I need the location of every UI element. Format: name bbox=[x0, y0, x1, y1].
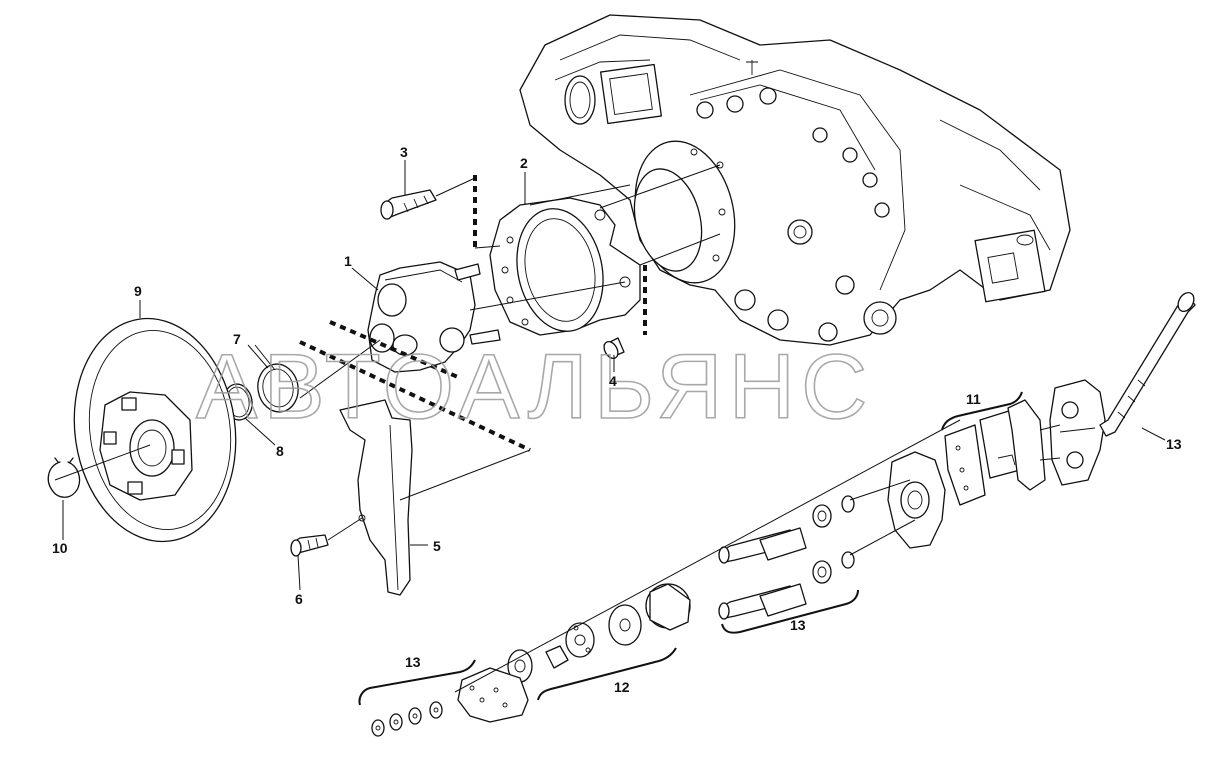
washers-nuts bbox=[371, 701, 443, 737]
callout-13-center: 13 bbox=[790, 617, 806, 633]
guide-pin-upper bbox=[718, 495, 855, 564]
piston-kit bbox=[507, 583, 691, 683]
guide-pin-lower bbox=[718, 551, 855, 620]
circlip bbox=[47, 457, 81, 498]
callout-3: 3 bbox=[400, 144, 408, 160]
dowel-pin bbox=[603, 337, 625, 360]
leader-lines bbox=[54, 160, 1166, 693]
assembly-dashes bbox=[299, 175, 647, 452]
housing-flange bbox=[633, 140, 736, 284]
callout-9: 9 bbox=[134, 283, 142, 299]
caliper-piston-housing bbox=[887, 451, 946, 549]
callout-8: 8 bbox=[276, 443, 284, 459]
bolt-3 bbox=[380, 189, 437, 220]
callout-7: 7 bbox=[233, 331, 241, 347]
callout-11: 11 bbox=[966, 391, 981, 407]
callout-6: 6 bbox=[295, 591, 303, 607]
brake-caliper bbox=[367, 261, 501, 373]
bolt-6 bbox=[290, 534, 329, 557]
callout-2: 2 bbox=[520, 155, 528, 171]
watermark-text: АВТОАЛЬЯНС bbox=[196, 336, 874, 438]
callout-5: 5 bbox=[433, 538, 441, 554]
callout-13-right: 13 bbox=[1166, 436, 1182, 452]
seal-ring-7 bbox=[257, 363, 299, 413]
callout-10: 10 bbox=[52, 540, 68, 556]
caliper-adaptor-plate bbox=[489, 197, 641, 336]
callout-labels: 1 2 3 4 5 6 7 8 9 10 11 12 13 13 13 bbox=[52, 144, 1182, 695]
callout-12: 12 bbox=[614, 679, 630, 695]
caliper-half bbox=[1049, 379, 1106, 486]
brake-disc bbox=[73, 317, 237, 543]
group-brackets bbox=[358, 391, 1023, 706]
brake-pads bbox=[944, 399, 1046, 506]
long-bolt-right bbox=[1099, 292, 1196, 437]
callout-4: 4 bbox=[609, 373, 617, 389]
callout-1: 1 bbox=[344, 253, 352, 269]
mounting-bracket bbox=[339, 399, 413, 596]
callout-13-left: 13 bbox=[405, 654, 421, 670]
